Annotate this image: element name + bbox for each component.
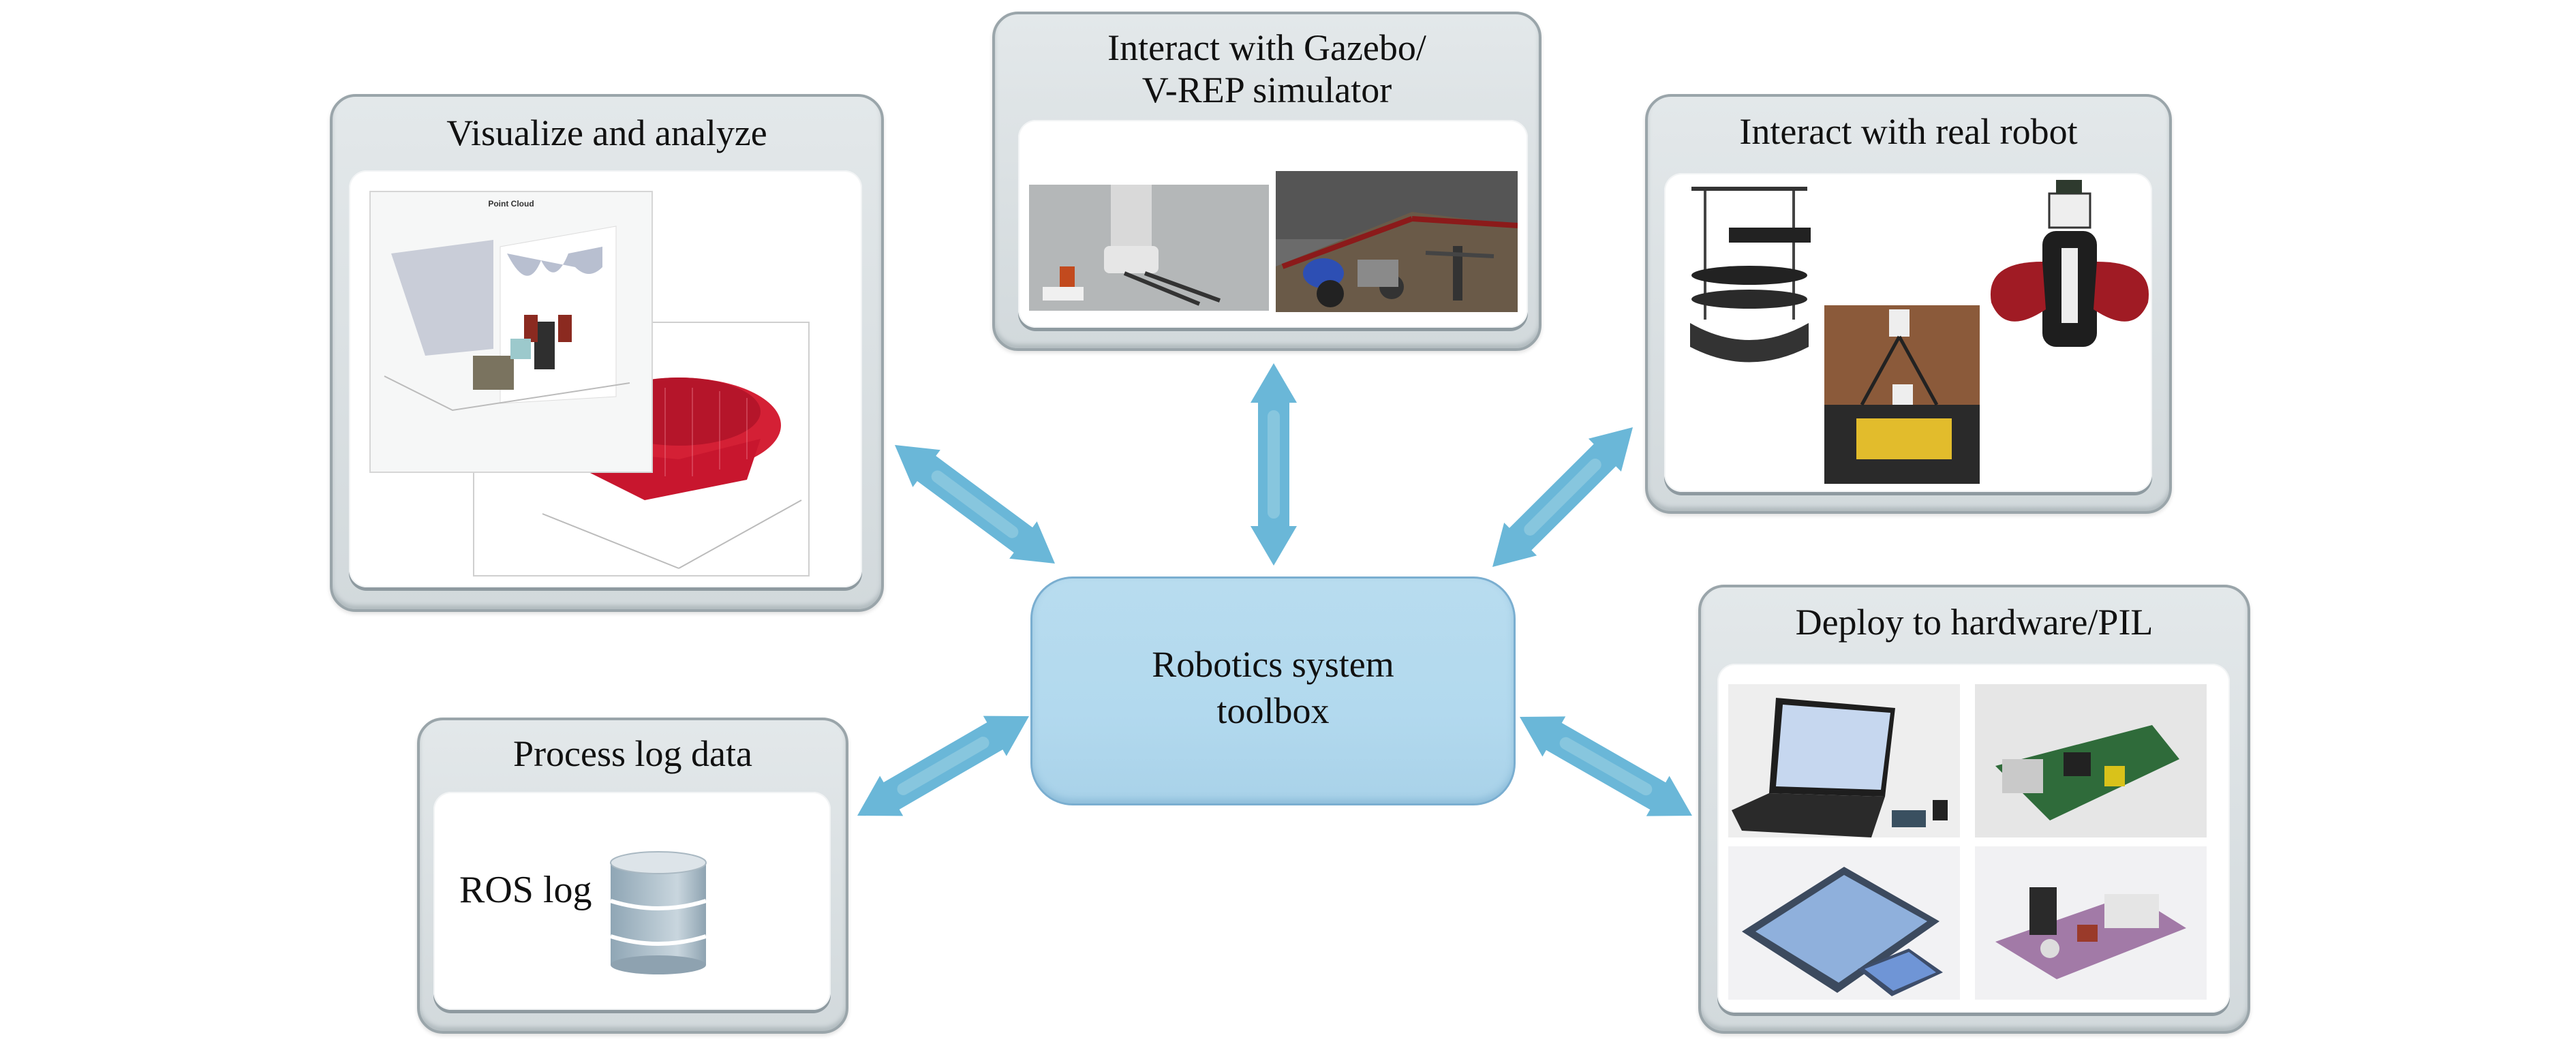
visualize-panel: Visualize and analyze Point Cloud xyxy=(330,94,884,612)
real-robot-photos xyxy=(1690,180,2149,484)
deploy-panel: Deploy to hardware/PIL xyxy=(1698,585,2250,1034)
log-content: ROS log xyxy=(433,792,831,1010)
laptop-photo xyxy=(1728,684,1960,837)
tablet-icon xyxy=(1742,867,1943,996)
pandaboard-photo xyxy=(1975,846,2207,1000)
ros-log-label: ROS log xyxy=(459,869,592,911)
point-cloud-title: Point Cloud xyxy=(488,199,534,209)
simulated-robot-scene-1 xyxy=(1029,185,1269,311)
baxter-robot xyxy=(1990,180,2149,347)
simulator-content xyxy=(1018,120,1528,328)
arrow-deploy-highlight xyxy=(1559,737,1653,796)
arrow-log-highlight xyxy=(897,737,990,795)
hub-label-line1: Robotics system xyxy=(1152,644,1394,685)
real-robot-panel: Interact with real robot xyxy=(1645,94,2172,514)
hub-label: Robotics system toolbox xyxy=(1032,641,1514,734)
turtlebot-robot xyxy=(1690,187,1811,363)
tablet-photo xyxy=(1728,846,1960,1000)
deploy-content xyxy=(1717,664,2230,1013)
husky-robot xyxy=(1824,305,1980,484)
simulator-panel: Interact with Gazebo/ V-REP simulator xyxy=(992,12,1542,351)
board-icon-2 xyxy=(1995,887,2186,979)
pr2-robot-graphic xyxy=(1043,185,1221,306)
deploy-title: Deploy to hardware/PIL xyxy=(1795,602,2153,643)
hub-label-line2: toolbox xyxy=(1216,690,1330,731)
board-icon xyxy=(1995,725,2179,820)
visualize-content: Point Cloud xyxy=(349,170,862,587)
simulator-title-line1: Interact with Gazebo/ xyxy=(1107,27,1426,68)
laptop-icon xyxy=(1732,698,1948,837)
database-icon xyxy=(610,851,707,974)
real-robot-content xyxy=(1664,173,2152,492)
log-panel: Process log data ROS log xyxy=(417,718,848,1034)
point-cloud-graphic xyxy=(384,226,630,412)
arrow-real-robot-highlight xyxy=(1524,459,1601,536)
simulated-robot-scene-2 xyxy=(1276,171,1518,312)
log-title: Process log data xyxy=(513,733,752,774)
real-robot-title: Interact with real robot xyxy=(1739,111,2078,152)
visualize-title: Visualize and analyze xyxy=(446,112,767,153)
arrow-visualize-highlight xyxy=(931,470,1019,538)
simulator-title-line2: V-REP simulator xyxy=(1141,70,1392,110)
robotics-system-toolbox-hub: Robotics system toolbox xyxy=(1030,576,1516,805)
vehicle-scene-graphic xyxy=(1276,171,1518,312)
raspberry-pi-photo xyxy=(1975,684,2207,837)
point-cloud-plot: Point Cloud xyxy=(369,191,653,473)
